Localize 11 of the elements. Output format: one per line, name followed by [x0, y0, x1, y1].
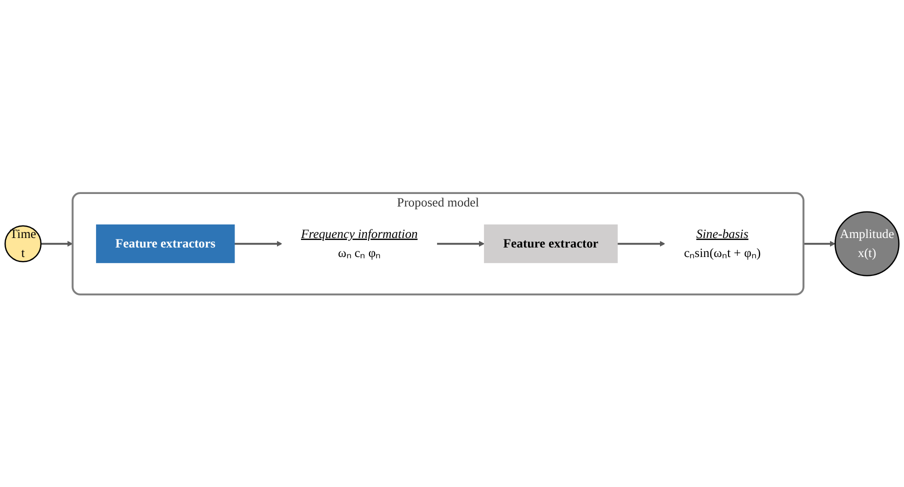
node-box: Feature extractors — [96, 224, 235, 263]
node-circle: Time t — [4, 224, 42, 262]
arrow — [803, 240, 836, 246]
arrow — [617, 240, 666, 246]
node-box: Feature extractor — [484, 224, 618, 263]
arrow — [436, 240, 485, 246]
arrow — [234, 240, 282, 246]
node-text: Frequency information ωₙ cₙ φₙ — [301, 227, 418, 260]
arrow — [40, 240, 73, 246]
node-circle: Amplitude x(t) — [834, 211, 900, 276]
node-text: Sine-basis cₙsin(ωₙt + φₙ) — [684, 227, 761, 260]
